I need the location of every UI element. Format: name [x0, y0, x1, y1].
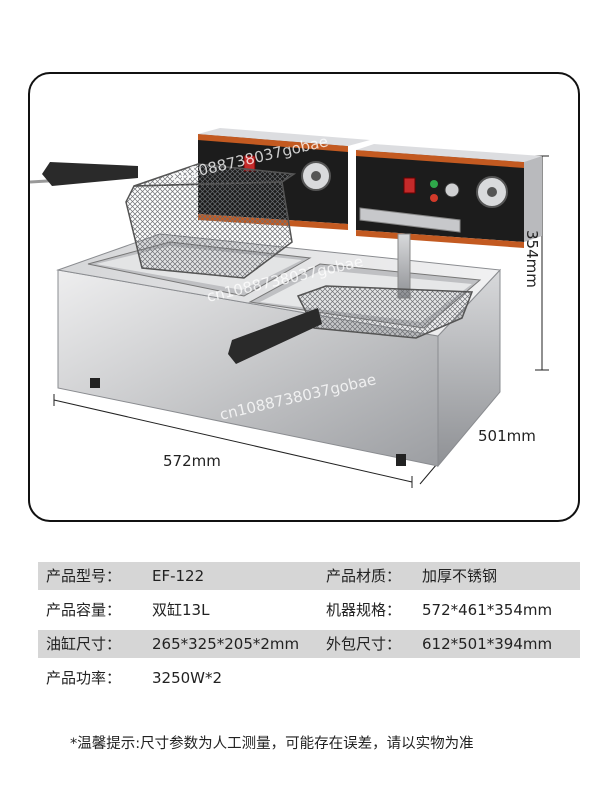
spec-row: 产品功率： 3250W*2	[38, 664, 580, 692]
spec-row: 产品型号： EF-122 产品材质： 加厚不锈钢	[38, 562, 580, 590]
right-fryer-basket	[296, 285, 474, 339]
disclaimer-note: *温馨提示:尺寸参数为人工测量，可能存在误差，请以实物为准	[70, 736, 474, 752]
spec-value: 加厚不锈钢	[422, 567, 498, 585]
width-label: 572mm	[163, 452, 221, 470]
spec-value: 3250W*2	[152, 669, 223, 687]
spec-label: 产品容量：	[46, 601, 122, 619]
right-basket-handle	[228, 308, 322, 364]
height-label: 354mm	[523, 230, 541, 288]
spec-label: 产品功率：	[46, 669, 122, 687]
power-switch-right	[403, 177, 416, 194]
width-dimension-line	[53, 399, 413, 483]
fryer-illustration	[30, 128, 549, 488]
spec-label: 产品型号：	[46, 567, 122, 585]
spec-row: 产品容量： 双缸13L 机器规格： 572*461*354mm	[38, 596, 580, 624]
spec-label: 外包尺寸：	[326, 635, 402, 653]
spec-label: 产品材质：	[326, 567, 402, 585]
spec-label: 机器规格：	[326, 601, 402, 619]
spec-value: 612*501*394mm	[422, 635, 553, 653]
spec-row: 油缸尺寸： 265*325*205*2mm 外包尺寸： 612*501*394m…	[38, 630, 580, 658]
spec-label: 油缸尺寸：	[46, 635, 122, 653]
spec-value: EF-122	[152, 567, 205, 585]
spec-value: 双缸13L	[152, 601, 210, 619]
depth-label: 501mm	[478, 427, 536, 445]
left-basket-handle	[42, 162, 138, 186]
spec-value: 265*325*205*2mm	[152, 635, 300, 653]
spec-table: 产品型号： EF-122 产品材质： 加厚不锈钢 产品容量： 双缸13L 机器规…	[38, 562, 580, 698]
spec-value: 572*461*354mm	[422, 601, 553, 619]
